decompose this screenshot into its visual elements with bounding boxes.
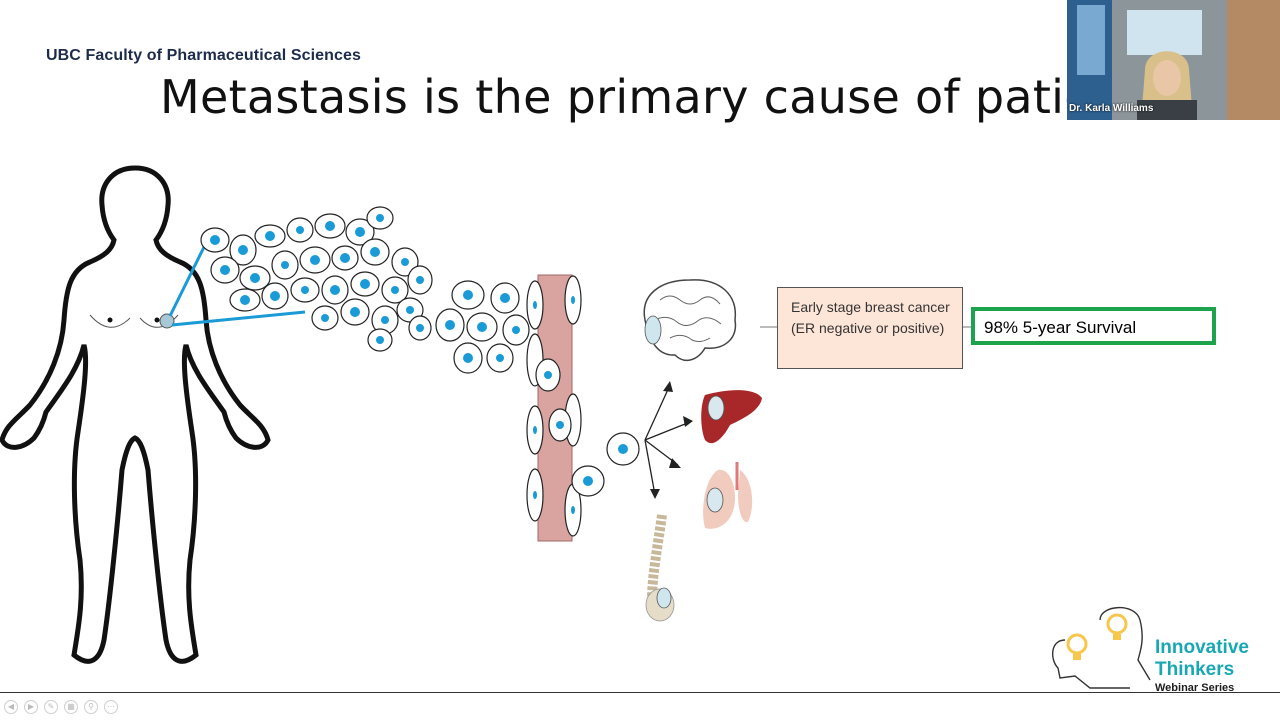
speaker-video-frame xyxy=(1067,0,1280,120)
stage-box: Early stage breast cancer (ER negative o… xyxy=(777,287,963,369)
more-icon[interactable]: ⋯ xyxy=(104,700,118,714)
slide-controls: ◀ ▶ ✎ ▦ ⚲ ⋯ xyxy=(4,700,118,714)
brain-icon xyxy=(644,280,735,361)
pen-icon[interactable]: ✎ xyxy=(44,700,58,714)
speaker-name: Dr. Karla Williams xyxy=(1069,103,1153,114)
lung-icon xyxy=(703,462,752,529)
zoom-icon[interactable]: ⚲ xyxy=(84,700,98,714)
org-label: UBC Faculty of Pharmaceutical Sciences xyxy=(46,47,361,65)
play-icon[interactable]: ▶ xyxy=(24,700,38,714)
tumour-cluster xyxy=(201,207,432,351)
spine-icon xyxy=(646,515,674,621)
slides-icon[interactable]: ▦ xyxy=(64,700,78,714)
brand-line2: Thinkers xyxy=(1155,659,1234,681)
previous-icon[interactable]: ◀ xyxy=(4,700,18,714)
survival-box: 98% 5-year Survival xyxy=(971,307,1216,345)
brand-line1: Innovative xyxy=(1155,637,1249,659)
bottom-rule xyxy=(0,692,1280,693)
slide-title: Metastasis is the primary cause of patie… xyxy=(160,70,1141,124)
speaker-video[interactable] xyxy=(1067,0,1280,120)
